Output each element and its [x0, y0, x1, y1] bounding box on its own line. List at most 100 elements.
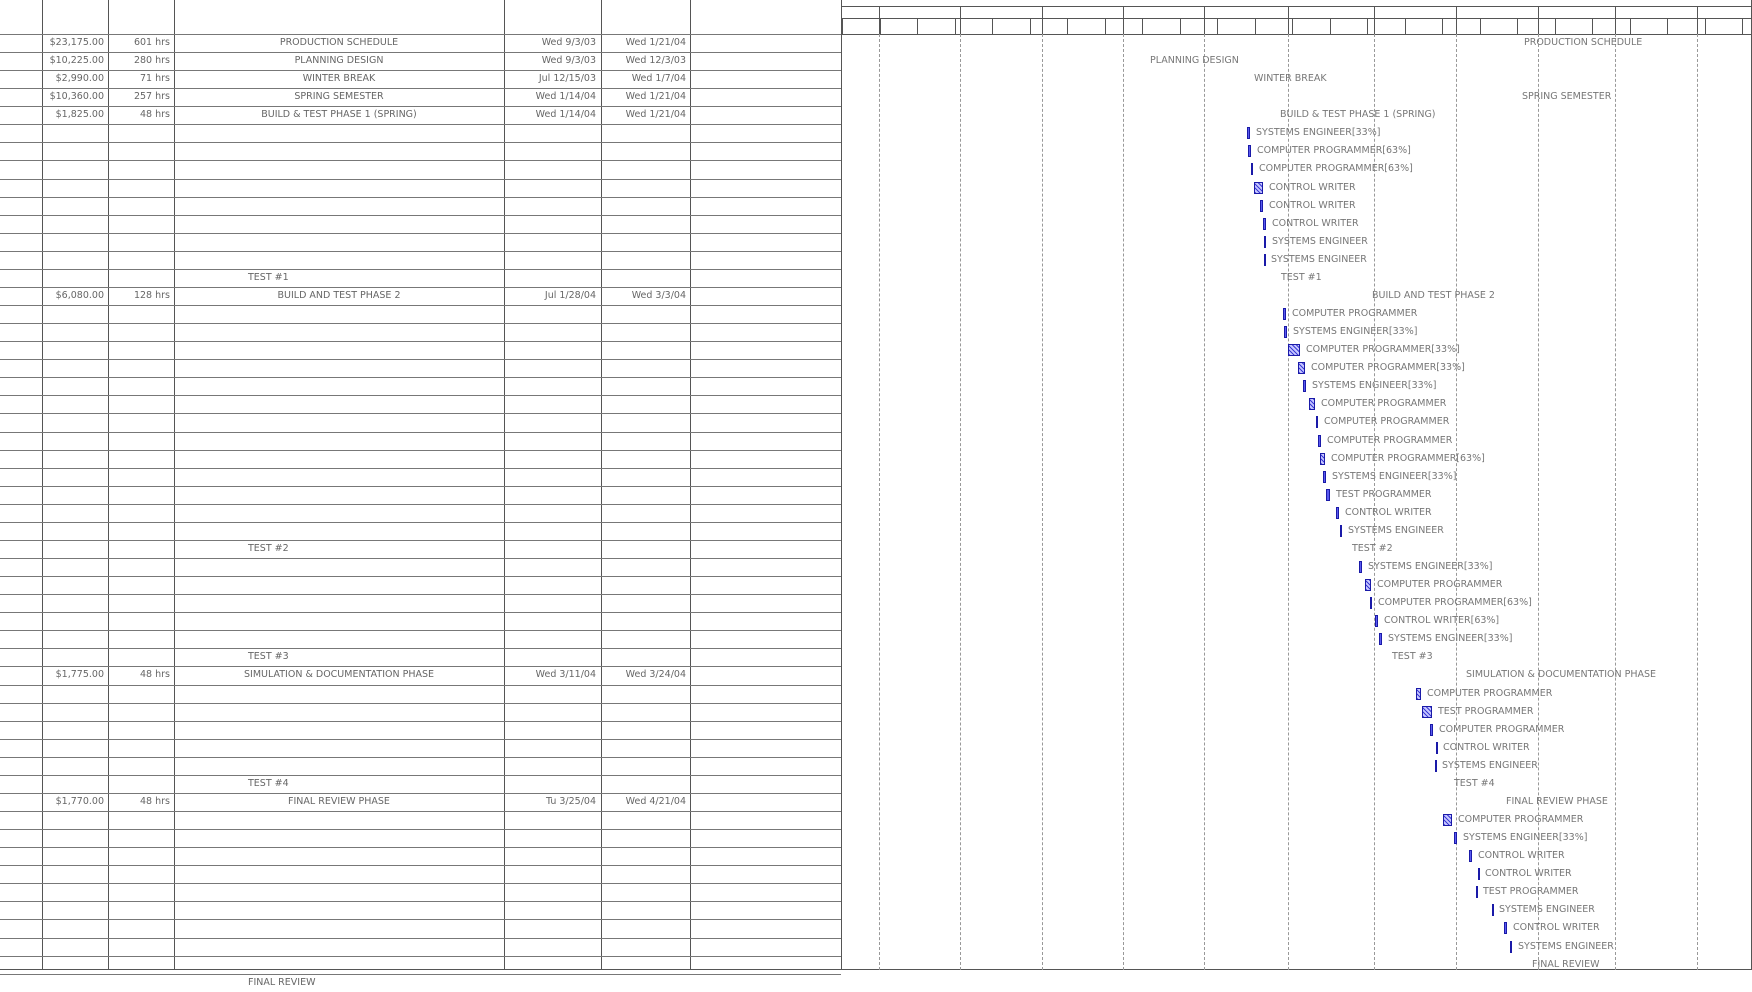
table-row[interactable]	[0, 847, 841, 865]
gantt-bar[interactable]	[1288, 344, 1300, 357]
gantt-bar[interactable]	[1510, 940, 1512, 953]
table-row[interactable]	[0, 395, 841, 413]
table-row[interactable]	[0, 883, 841, 901]
table-row[interactable]	[0, 811, 841, 829]
gantt-bar[interactable]	[1264, 253, 1266, 266]
gantt-bar[interactable]	[1370, 597, 1372, 610]
cell-name: PRODUCTION SCHEDULE	[279, 37, 399, 48]
table-row[interactable]	[0, 359, 841, 377]
gantt-bar[interactable]	[1323, 470, 1326, 483]
gantt-bar[interactable]	[1469, 850, 1472, 863]
gantt-bar[interactable]	[1260, 199, 1263, 212]
table-row[interactable]	[0, 233, 841, 251]
gantt-bar[interactable]	[1316, 416, 1318, 429]
table-row[interactable]	[0, 522, 841, 540]
gantt-bar[interactable]	[1416, 687, 1421, 700]
cell-start: Wed 9/3/03	[541, 55, 596, 66]
table-row[interactable]	[0, 739, 841, 757]
table-row[interactable]	[0, 142, 841, 160]
table-row[interactable]	[0, 179, 841, 197]
gantt-bar[interactable]	[1454, 832, 1457, 845]
gantt-bar-label: SYSTEMS ENGINEER[33%]	[1388, 633, 1513, 645]
row-divider	[0, 323, 841, 324]
table-row[interactable]	[0, 305, 841, 323]
gantt-bar[interactable]	[1263, 217, 1266, 230]
table-row[interactable]	[0, 377, 841, 395]
gantt-bar[interactable]	[1318, 434, 1321, 447]
gantt-bar[interactable]	[1476, 886, 1478, 899]
table-row[interactable]	[0, 215, 841, 233]
gantt-bar[interactable]	[1492, 904, 1494, 917]
gantt-bar[interactable]	[1248, 145, 1251, 158]
table-row[interactable]	[0, 576, 841, 594]
table-row[interactable]	[0, 757, 841, 775]
timescale-tick	[1555, 18, 1556, 34]
table-row[interactable]	[0, 504, 841, 522]
gantt-bar[interactable]	[1303, 380, 1306, 393]
table-row[interactable]: TEST #3	[0, 648, 841, 666]
table-row[interactable]	[0, 251, 841, 269]
table-row[interactable]	[0, 197, 841, 215]
table-row[interactable]: TEST #2	[0, 540, 841, 558]
table-row[interactable]	[0, 323, 841, 341]
table-row[interactable]	[0, 829, 841, 847]
gantt-bar[interactable]	[1254, 181, 1263, 194]
gantt-bar[interactable]	[1326, 488, 1330, 501]
table-row[interactable]	[0, 919, 841, 937]
table-row[interactable]	[0, 612, 841, 630]
table-row[interactable]	[0, 956, 841, 974]
gantt-bar[interactable]	[1284, 326, 1287, 339]
gantt-bar[interactable]	[1430, 723, 1433, 736]
gantt-bar[interactable]	[1283, 308, 1286, 321]
table-row[interactable]	[0, 341, 841, 359]
gantt-bar[interactable]	[1320, 452, 1325, 465]
gantt-bar[interactable]	[1336, 506, 1339, 519]
table-row[interactable]	[0, 938, 841, 956]
table-row[interactable]	[0, 685, 841, 703]
gantt-bar[interactable]	[1251, 163, 1253, 176]
table-row[interactable]	[0, 450, 841, 468]
table-row[interactable]	[0, 630, 841, 648]
gantt-bar[interactable]	[1309, 398, 1315, 411]
table-row[interactable]: TEST #4	[0, 775, 841, 793]
table-row[interactable]: FINAL REVIEW	[0, 974, 841, 992]
gantt-bar[interactable]	[1365, 579, 1371, 592]
gantt-bar[interactable]	[1375, 615, 1378, 628]
gantt-bar[interactable]	[1264, 235, 1266, 248]
gantt-bar[interactable]	[1436, 741, 1438, 754]
gantt-bar[interactable]	[1435, 759, 1437, 772]
cell-work: 257 hrs	[133, 91, 170, 102]
gantt-bar[interactable]	[1379, 633, 1382, 646]
gantt-bar[interactable]	[1359, 561, 1362, 574]
table-row[interactable]	[0, 558, 841, 576]
gantt-bar[interactable]	[1443, 814, 1452, 826]
gantt-bar[interactable]	[1247, 127, 1250, 140]
gantt-bar[interactable]	[1478, 868, 1480, 881]
gantt-bar-label: COMPUTER PROGRAMMER[33%]	[1306, 344, 1460, 356]
table-row[interactable]	[0, 468, 841, 486]
table-row[interactable]	[0, 594, 841, 612]
table-row[interactable]: TEST #1	[0, 269, 841, 287]
gantt-bar[interactable]	[1340, 524, 1342, 537]
table-row[interactable]	[0, 413, 841, 431]
table-row[interactable]	[0, 865, 841, 883]
table-row[interactable]	[0, 901, 841, 919]
table-row[interactable]	[0, 432, 841, 450]
gantt-bar[interactable]	[1504, 922, 1507, 935]
table-row[interactable]	[0, 703, 841, 721]
gantt-bar[interactable]	[1422, 705, 1432, 718]
table-row[interactable]	[0, 486, 841, 504]
gantt-bar-label: COMPUTER PROGRAMMER[33%]	[1311, 362, 1465, 374]
gantt-bar[interactable]	[1298, 362, 1305, 375]
table-row[interactable]	[0, 160, 841, 178]
table-row[interactable]	[0, 124, 841, 142]
table-row[interactable]	[0, 721, 841, 739]
